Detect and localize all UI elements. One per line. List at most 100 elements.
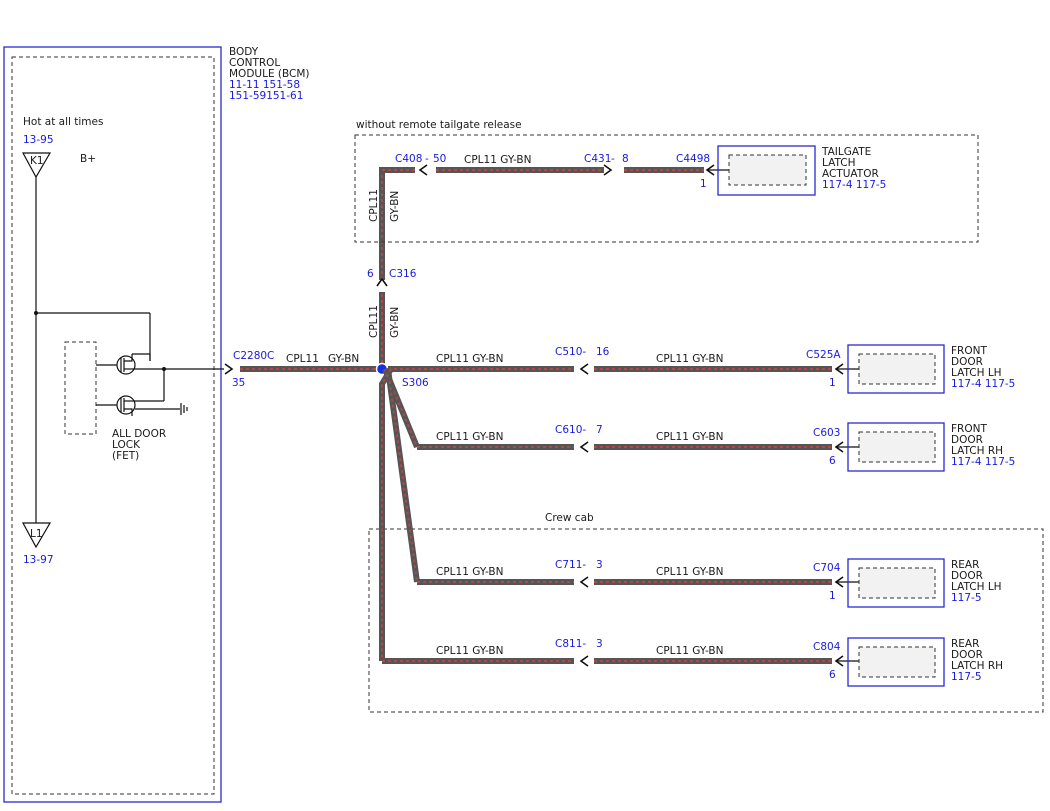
tailgate-riser-wire: 6 C316 CPL11 GY-BN CPL11 GY-BN xyxy=(367,167,417,369)
door-latch-name-line2: DOOR xyxy=(951,356,983,368)
branch-device-connector: C804 xyxy=(813,641,841,653)
c316-pin: 6 xyxy=(367,268,374,280)
tailgate-vertical-circuit: CPL11 xyxy=(368,189,380,222)
tailgate-actuator-inner xyxy=(728,154,807,186)
c316-lower-circuit: CPL11 xyxy=(368,305,380,338)
door-latch-ref: 117-5 xyxy=(951,671,982,683)
branch-inline-connector: C610- xyxy=(555,424,586,436)
door-latch-ref: 117-5 xyxy=(951,592,982,604)
l1-label: L1 xyxy=(30,528,43,540)
door-latch-name-line2: DOOR xyxy=(951,434,983,446)
tailgate-mid-wire-label: CPL11 GY-BN xyxy=(464,154,531,166)
branch-inline-pin: 7 xyxy=(596,424,603,436)
door-latch-name-line3: LATCH RH xyxy=(951,445,1003,457)
k1-triangle-icon xyxy=(21,152,52,179)
k1-label: K1 xyxy=(30,155,44,167)
l1-ref: 13-97 xyxy=(23,554,54,566)
c408-label: C408 xyxy=(395,153,422,165)
tailgate-device-line2: LATCH xyxy=(822,157,855,169)
branch-left-wire-label: CPL11 GY-BN xyxy=(436,566,503,578)
branch-inline-connector: C811- xyxy=(555,638,586,650)
fet-lower-transistor-icon xyxy=(116,395,136,416)
door-latch-ref: 117-4 117-5 xyxy=(951,378,1015,390)
trunk-color-label: GY-BN xyxy=(328,353,359,365)
branch-diagonal-wire xyxy=(385,368,420,583)
door-latch-inner xyxy=(858,646,936,678)
branch-device-pin: 6 xyxy=(829,455,836,467)
c316-arrow-icon xyxy=(376,277,388,287)
branch-right-wire-label: CPL11 GY-BN xyxy=(656,645,723,657)
bcm-module: BODY CONTROL MODULE (BCM) 11-11 151-58 1… xyxy=(3,46,310,803)
bcm-inner-dashed-box xyxy=(11,56,215,795)
door-latch-outline xyxy=(847,422,945,472)
branch-inline-arrow-icon xyxy=(579,655,589,667)
c408-arrow-icon xyxy=(418,164,428,176)
c4498-label: C4498 xyxy=(676,153,710,165)
branch-right-wire-label: CPL11 GY-BN xyxy=(656,353,723,365)
bcm-title-line3: MODULE (BCM) xyxy=(229,68,310,80)
c431-label: C431 xyxy=(584,153,611,165)
branch-inline-arrow-icon xyxy=(579,363,589,375)
c316-connector: C316 xyxy=(389,268,417,280)
fet-upper-transistor-icon xyxy=(116,354,136,375)
branch-right-wire-label: CPL11 GY-BN xyxy=(656,431,723,443)
bcm-output-arrow-icon xyxy=(224,363,234,375)
tailgate-actuator-outline xyxy=(717,145,816,196)
hot-ref: 13-95 xyxy=(23,134,54,146)
branch-left-wire-label: CPL11 GY-BN xyxy=(436,353,503,365)
branch-left-wire-label: CPL11 GY-BN xyxy=(436,645,503,657)
ground-icon xyxy=(180,403,188,415)
tailgate-device-line1: TAILGATE xyxy=(821,146,871,158)
crew-cab-dashed-box xyxy=(368,528,1044,713)
c408-pin: 50 xyxy=(433,153,446,165)
branch-device-pin: 1 xyxy=(829,377,836,389)
c4498-pin: 1 xyxy=(700,178,707,190)
door-latch-outline xyxy=(847,637,945,687)
hot-at-all-times-label: Hot at all times xyxy=(23,116,103,128)
l1-triangle-icon xyxy=(21,522,52,549)
branch-left-wire-label: CPL11 GY-BN xyxy=(436,431,503,443)
tailgate-group-label: without remote tailgate release xyxy=(356,119,522,131)
door-latch-outline xyxy=(847,558,945,608)
bcm-outline xyxy=(3,46,222,803)
door-latch-name-line3: LATCH LH xyxy=(951,367,1002,379)
fet-dashed-box xyxy=(64,341,97,435)
branch-device-pin: 6 xyxy=(829,669,836,681)
bcm-connector-label: C2280C xyxy=(233,350,274,362)
branch-inline-connector: C510- xyxy=(555,346,586,358)
door-latch-ref: 117-4 117-5 xyxy=(951,456,1015,468)
branch-inline-arrow-icon xyxy=(579,576,589,588)
door-latch-name-line1: FRONT xyxy=(951,345,987,357)
trunk-wire: CPL11 GY-BN xyxy=(240,353,382,372)
c431-pin: 8 xyxy=(622,153,629,165)
branch-inline-arrow-icon xyxy=(579,441,589,453)
c431-arrow-icon xyxy=(603,164,613,176)
fet-label-line2: LOCK xyxy=(112,439,141,451)
door-latch-outline xyxy=(847,344,945,394)
c431-dash: - xyxy=(611,153,615,165)
branch-inline-connector: C711- xyxy=(555,559,586,571)
branch-device-pin: 1 xyxy=(829,590,836,602)
tailgate-vertical-color: GY-BN xyxy=(389,191,401,222)
door-latch-name-line1: FRONT xyxy=(951,423,987,435)
tailgate-group: without remote tailgate release C408 - 5… xyxy=(354,119,979,243)
branch-device-connector: C603 xyxy=(813,427,840,439)
crew-cab-label: Crew cab xyxy=(545,512,594,524)
door-latch-inner xyxy=(858,431,936,463)
door-latch-inner xyxy=(858,353,936,385)
fet-label-line3: (FET) xyxy=(112,450,139,462)
door-latch-name-line3: LATCH RH xyxy=(951,660,1003,672)
branch-inline-pin: 3 xyxy=(596,559,603,571)
bcm-ref-line2: 151-59151-61 xyxy=(229,90,303,102)
tailgate-group-dashed-box xyxy=(354,134,979,243)
branch-device-connector: C704 xyxy=(813,562,841,574)
door-latch-name-line2: DOOR xyxy=(951,649,983,661)
branch-inline-pin: 3 xyxy=(596,638,603,650)
c408-dash: - xyxy=(425,153,429,165)
c316-lower-color: GY-BN xyxy=(389,307,401,338)
branch-device-connector: C525A xyxy=(806,349,841,361)
